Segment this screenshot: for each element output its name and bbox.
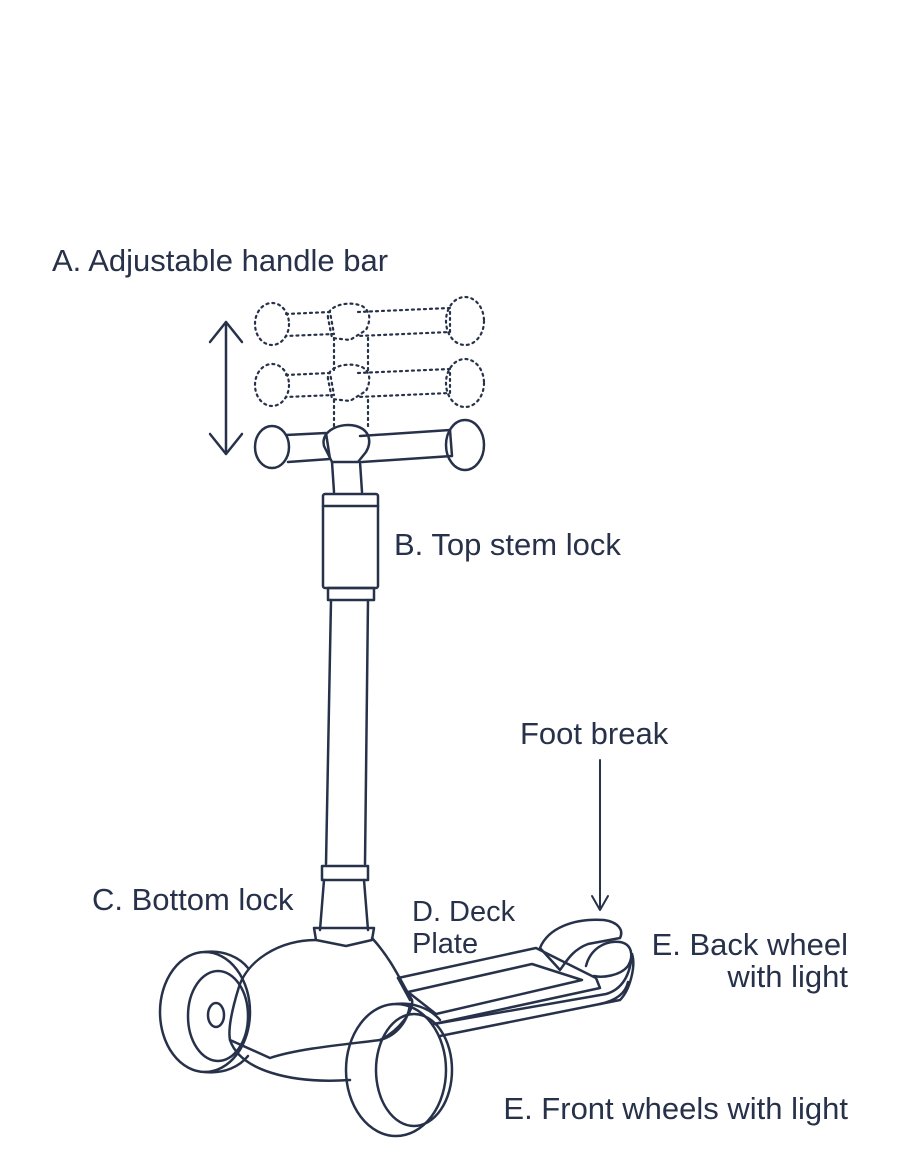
label-foot-break: Foot break xyxy=(520,716,669,751)
bottom-lock xyxy=(312,864,376,948)
handlebar xyxy=(253,418,486,494)
front-wheel-right xyxy=(344,1002,454,1138)
label-front-wheels: E. Front wheels with light xyxy=(503,1091,848,1126)
top-stem-lock xyxy=(321,492,380,602)
label-top-stem-lock: B. Top stem lock xyxy=(394,527,621,562)
front-wheel-left xyxy=(158,950,252,1074)
handlebar-ghost-lower xyxy=(253,357,486,432)
front-body xyxy=(228,936,414,1082)
stem xyxy=(324,598,370,866)
label-deck-plate-line1: D. Deck xyxy=(412,896,516,928)
down-arrow-icon xyxy=(591,759,609,911)
label-back-wheel-line2: with light xyxy=(727,959,848,994)
label-bottom-lock: C. Bottom lock xyxy=(92,882,294,917)
double-arrow-icon xyxy=(208,320,244,456)
handlebar-ghost-upper xyxy=(253,295,486,374)
label-handle-bar: A. Adjustable handle bar xyxy=(52,243,389,278)
foot-break xyxy=(538,918,635,1006)
label-deck-plate-line2: Plate xyxy=(412,928,479,960)
label-back-wheel-line1: E. Back wheel xyxy=(651,927,848,962)
